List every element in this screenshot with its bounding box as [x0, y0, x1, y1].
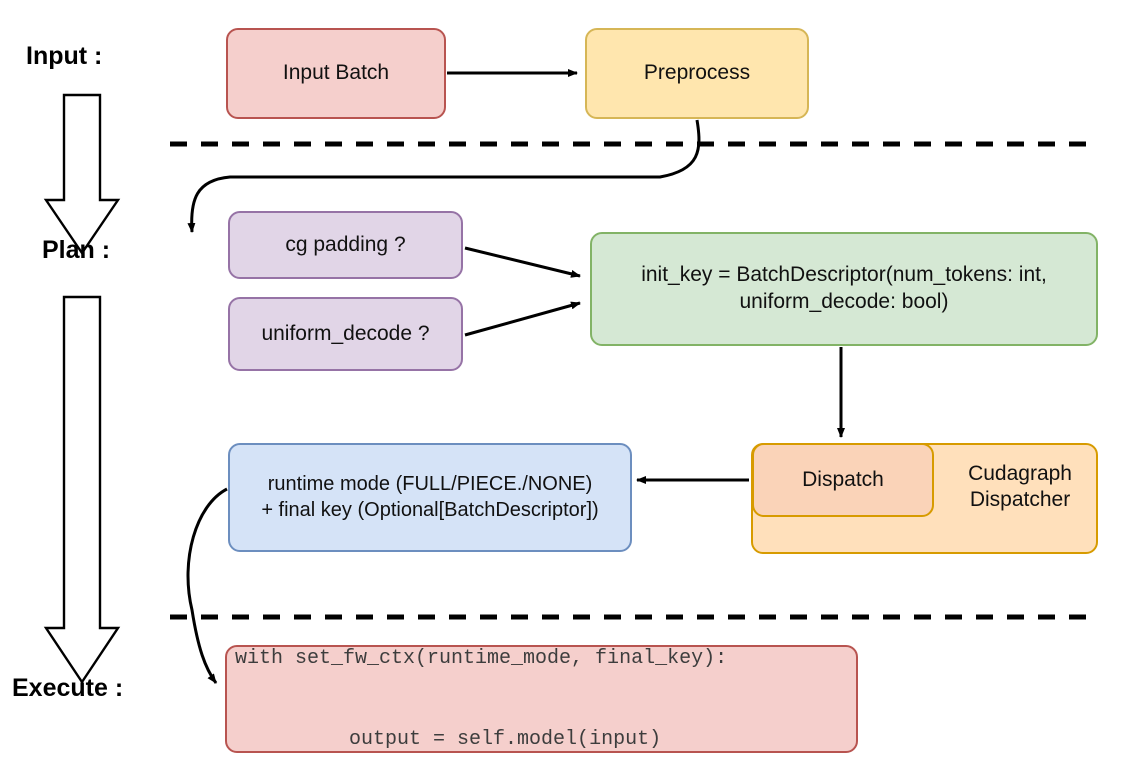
node-init-key-line2: uniform_decode: bool) [739, 290, 949, 313]
node-preprocess[interactable]: Preprocess [585, 28, 809, 119]
code-line-2: output = self.model(input) [301, 728, 662, 751]
runtime-mode-to-code-arrow [186, 487, 228, 684]
node-cg-padding[interactable]: cg padding ? [228, 211, 463, 279]
node-uniform-decode[interactable]: uniform_decode ? [228, 297, 463, 371]
input-to-plan-arrow [43, 93, 121, 256]
stage-label-execute: Execute : [12, 674, 124, 702]
stage-label-input: Input : [26, 42, 103, 70]
node-cg-padding-label: cg padding ? [285, 232, 406, 256]
node-input-batch[interactable]: Input Batch [226, 28, 446, 119]
node-cudagraph-dispatcher-line1: Cudagraph [968, 462, 1072, 485]
cg-padding-to-init-key-arrow [464, 246, 581, 278]
node-runtime-mode-line1: runtime mode (FULL/PIECE./NONE) [267, 472, 593, 495]
plan-to-execute-arrow [43, 295, 121, 685]
node-dispatch-label: Dispatch [802, 467, 884, 491]
code-line-1: with set_fw_ctx(runtime_mode, final_key)… [235, 647, 728, 670]
node-runtime-mode-line2: + final key (Optional[BatchDescriptor]) [261, 498, 599, 521]
node-runtime-mode[interactable]: runtime mode (FULL/PIECE./NONE) + final … [228, 443, 632, 552]
node-init-key-line1: init_key = BatchDescriptor(num_tokens: i… [641, 263, 1047, 287]
node-input-batch-label: Input Batch [282, 61, 390, 85]
node-dispatch[interactable]: Dispatch [752, 443, 934, 517]
uniform-decode-to-init-key-arrow [464, 301, 581, 337]
node-cudagraph-dispatcher-line2: Dispatcher [969, 488, 1071, 512]
node-code-block[interactable]: with set_fw_ctx(runtime_mode, final_key)… [225, 645, 858, 753]
node-init-key[interactable]: init_key = BatchDescriptor(num_tokens: i… [590, 232, 1098, 346]
stage-label-plan: Plan : [42, 236, 111, 264]
node-preprocess-label: Preprocess [643, 61, 751, 85]
node-uniform-decode-label: uniform_decode ? [261, 321, 430, 345]
